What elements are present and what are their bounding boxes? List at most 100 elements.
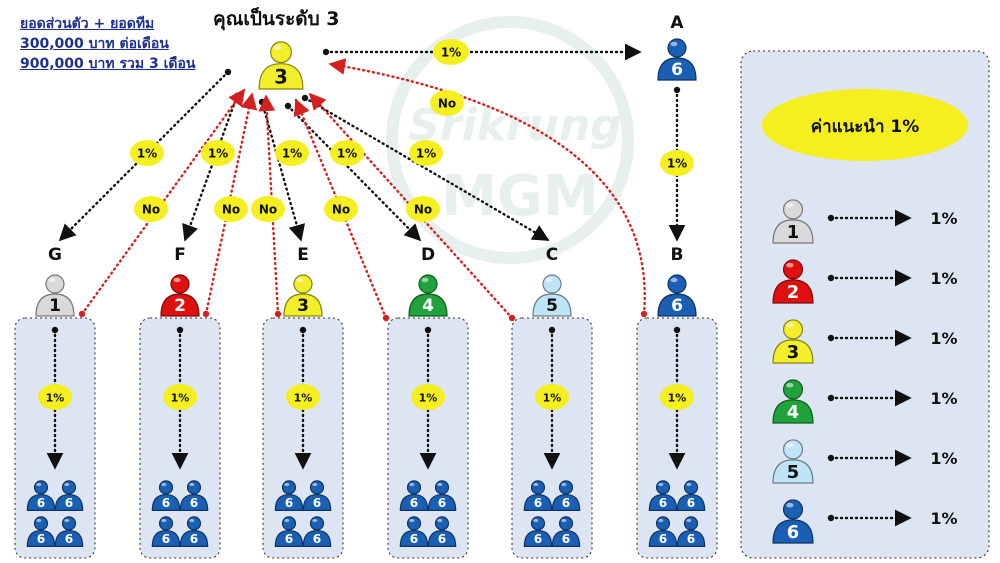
- badge-shape: [411, 384, 445, 410]
- member-letter: B: [671, 245, 684, 265]
- person-shine: [561, 482, 567, 487]
- person-icon: 5: [532, 274, 572, 317]
- legend-panel: [740, 50, 990, 559]
- watermark-ring: [386, 16, 634, 264]
- level-number: 6: [65, 496, 73, 510]
- person-icon: 6: [676, 480, 706, 511]
- person-shine: [670, 41, 678, 47]
- arrow-start-dot: [827, 454, 835, 462]
- person-shine: [409, 482, 415, 487]
- legend-rate: 1%: [930, 269, 957, 288]
- summary-note: ยอดส่วนตัว + ยอดทีม 300,000 บาท ต่อเดือน…: [20, 14, 195, 74]
- person-head: [782, 379, 804, 400]
- person-body: [160, 293, 200, 317]
- level-number: 6: [65, 532, 73, 546]
- person-icon: 2: [772, 259, 814, 304]
- badge-text: 1%: [337, 147, 357, 161]
- person-body: [772, 279, 814, 304]
- person-body: [648, 529, 678, 547]
- level-number: 6: [438, 496, 446, 510]
- level-number: 6: [162, 496, 170, 510]
- level-number: 6: [671, 60, 683, 80]
- level-number: 6: [285, 532, 293, 546]
- badge-shape: [214, 196, 248, 222]
- level-number: 6: [687, 532, 695, 546]
- person-head: [309, 480, 325, 495]
- badge-text: 1%: [419, 392, 438, 405]
- person-shine: [64, 482, 70, 487]
- person-shine: [64, 518, 70, 523]
- sponsor-letter: A: [670, 13, 684, 33]
- person-shine: [786, 442, 794, 448]
- referral-arrow: [303, 96, 550, 242]
- person-icon: 3: [258, 41, 304, 90]
- return-arrow-b: [328, 58, 646, 316]
- arrow-start-dot: [673, 326, 681, 334]
- badge-shape: [286, 384, 320, 410]
- team-rate-badge: 1%: [286, 384, 320, 410]
- legend-rate: 1%: [930, 329, 957, 348]
- person-head: [309, 516, 325, 531]
- member-letter: G: [48, 245, 62, 265]
- person-icon: 6: [657, 274, 697, 317]
- level-number: 1: [49, 296, 61, 316]
- no-badge: No: [324, 196, 358, 222]
- legend-rate: 1%: [930, 389, 957, 408]
- person-icon: 6: [648, 516, 678, 547]
- person-head: [293, 274, 313, 294]
- person-body: [258, 63, 304, 90]
- person-head: [530, 516, 546, 531]
- level-number: 6: [787, 522, 799, 543]
- badge-text: No: [142, 203, 160, 217]
- person-shine: [312, 518, 318, 523]
- level-number: 6: [562, 532, 570, 546]
- person-shine: [686, 482, 692, 487]
- person-head: [33, 480, 49, 495]
- badge-shape: [433, 39, 469, 65]
- person-head: [782, 439, 804, 460]
- member-letter: E: [297, 245, 309, 265]
- person-shine: [296, 277, 304, 283]
- person-shine: [786, 502, 794, 508]
- person-icon: 6: [179, 480, 209, 511]
- person-shine: [437, 518, 443, 523]
- person-icon: 3: [283, 274, 323, 317]
- arrow-start-dot: [508, 314, 516, 322]
- person-head: [667, 274, 687, 294]
- person-shine: [273, 45, 282, 51]
- level-number: 4: [422, 296, 434, 316]
- arrow-start-dot: [827, 334, 835, 342]
- legend-title-badge: [762, 89, 968, 161]
- referral-arrow: [182, 94, 239, 242]
- person-shine: [533, 518, 539, 523]
- level-number: 6: [285, 496, 293, 510]
- badge-shape: [430, 90, 464, 116]
- team-rate-badge: 1%: [411, 384, 445, 410]
- person-body: [551, 529, 581, 547]
- person-body: [427, 493, 457, 511]
- legend-rate: 1%: [930, 509, 957, 528]
- person-shine: [545, 277, 553, 283]
- person-body: [648, 493, 678, 511]
- person-shine: [189, 482, 195, 487]
- person-shine: [189, 518, 195, 523]
- person-body: [772, 459, 814, 484]
- arrow-start-dot: [258, 98, 266, 106]
- person-body: [274, 493, 304, 511]
- person-body: [532, 293, 572, 317]
- person-body: [408, 293, 448, 317]
- arrow-start-dot: [424, 326, 432, 334]
- team-rate-badge: 1%: [535, 384, 569, 410]
- summary-line-3: 900,000 บาท รวม 3 เดือน: [20, 56, 196, 72]
- person-head: [558, 516, 574, 531]
- person-body: [54, 493, 84, 511]
- level-number: 5: [787, 462, 799, 483]
- no-badge: No: [406, 196, 440, 222]
- level-number: 6: [37, 532, 45, 546]
- person-head: [558, 480, 574, 495]
- arrow-start-dot: [827, 394, 835, 402]
- badge-shape: [330, 140, 364, 166]
- person-head: [281, 516, 297, 531]
- person-head: [542, 274, 562, 294]
- badge-text: 1%: [46, 392, 65, 405]
